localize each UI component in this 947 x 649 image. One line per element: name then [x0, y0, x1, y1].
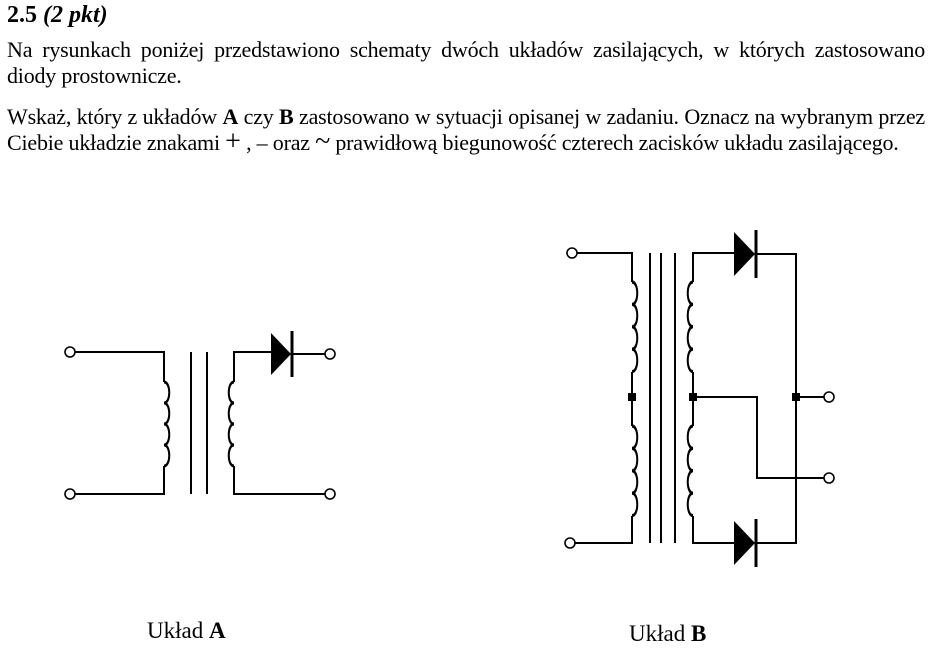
coil-b-secondary-upper — [686, 280, 695, 374]
plus-symbol: + — [225, 126, 241, 157]
caption-b-letter: B — [690, 621, 707, 646]
node-b-primary-tap — [628, 393, 636, 401]
wire-a-primary-top — [75, 351, 165, 382]
caption-circuit-b: Układ B — [629, 621, 706, 647]
coil-a-secondary — [227, 380, 236, 468]
wire-b-diode-bus — [756, 253, 797, 544]
coil-b-secondary-lower — [686, 424, 695, 518]
paragraph-intro: Na rysunkach poniżej przedstawiono schem… — [7, 37, 925, 88]
coil-b-primary-lower — [630, 424, 639, 518]
task-number: 2.5 — [7, 2, 37, 28]
terminal-b-output-bottom — [823, 472, 835, 484]
node-b-center-tap — [689, 393, 697, 401]
diode-b-top — [734, 230, 758, 278]
coil-b-primary-upper — [630, 280, 639, 374]
wire-a-secondary-bottom — [233, 466, 325, 495]
wire-b-secondary-bottom — [692, 516, 736, 544]
caption-a-letter: A — [208, 618, 226, 643]
wire-b-center-tap — [697, 396, 824, 479]
instruction-circuit-b: B — [279, 104, 294, 129]
coil-a-primary — [162, 380, 171, 468]
caption-circuit-a: Układ A — [147, 618, 226, 644]
terminal-b-primary-bottom — [564, 537, 576, 549]
circuit-diagrams — [64, 230, 835, 567]
terminal-a-primary-bottom — [64, 488, 76, 500]
instruction-circuit-a: A — [222, 104, 239, 129]
caption-a-prefix: Układ — [147, 618, 209, 643]
instruction-text-3: zastosowano w sytuacji opisanej w zadani… — [7, 104, 925, 155]
terminal-a-output-top — [324, 348, 336, 360]
wire-b-primary-top — [577, 252, 633, 282]
instruction-text-1: Wskaż, który z układów — [7, 104, 223, 129]
wire-a-primary-bottom — [75, 466, 165, 495]
circuit-b — [564, 230, 835, 567]
terminal-a-primary-top — [64, 346, 76, 358]
wire-b-secondary-top — [692, 252, 736, 282]
terminal-b-primary-top — [566, 247, 578, 259]
wire-b-primary-bottom — [575, 516, 633, 544]
circuit-a — [64, 331, 336, 500]
task-heading: 2.5 (2 pkt) — [7, 1, 108, 29]
tilde-symbol: ~ — [315, 126, 331, 157]
instruction-text-5: prawidłową biegunowość czterech zacisków… — [330, 130, 899, 155]
instruction-text-2: czy — [238, 104, 280, 129]
wire-a-secondary-top — [233, 351, 274, 382]
diode-a — [271, 331, 294, 377]
caption-b-prefix: Układ — [629, 621, 691, 646]
node-b-output — [792, 393, 800, 401]
terminal-a-output-bottom — [324, 488, 336, 500]
instruction-text-4: , – oraz — [240, 130, 316, 155]
task-points: (2 pkt) — [43, 2, 108, 28]
paragraph-instruction: Wskaż, który z układów A czy B zastosowa… — [7, 104, 925, 156]
terminal-b-output-top — [823, 391, 835, 403]
diode-b-bottom — [734, 519, 758, 567]
